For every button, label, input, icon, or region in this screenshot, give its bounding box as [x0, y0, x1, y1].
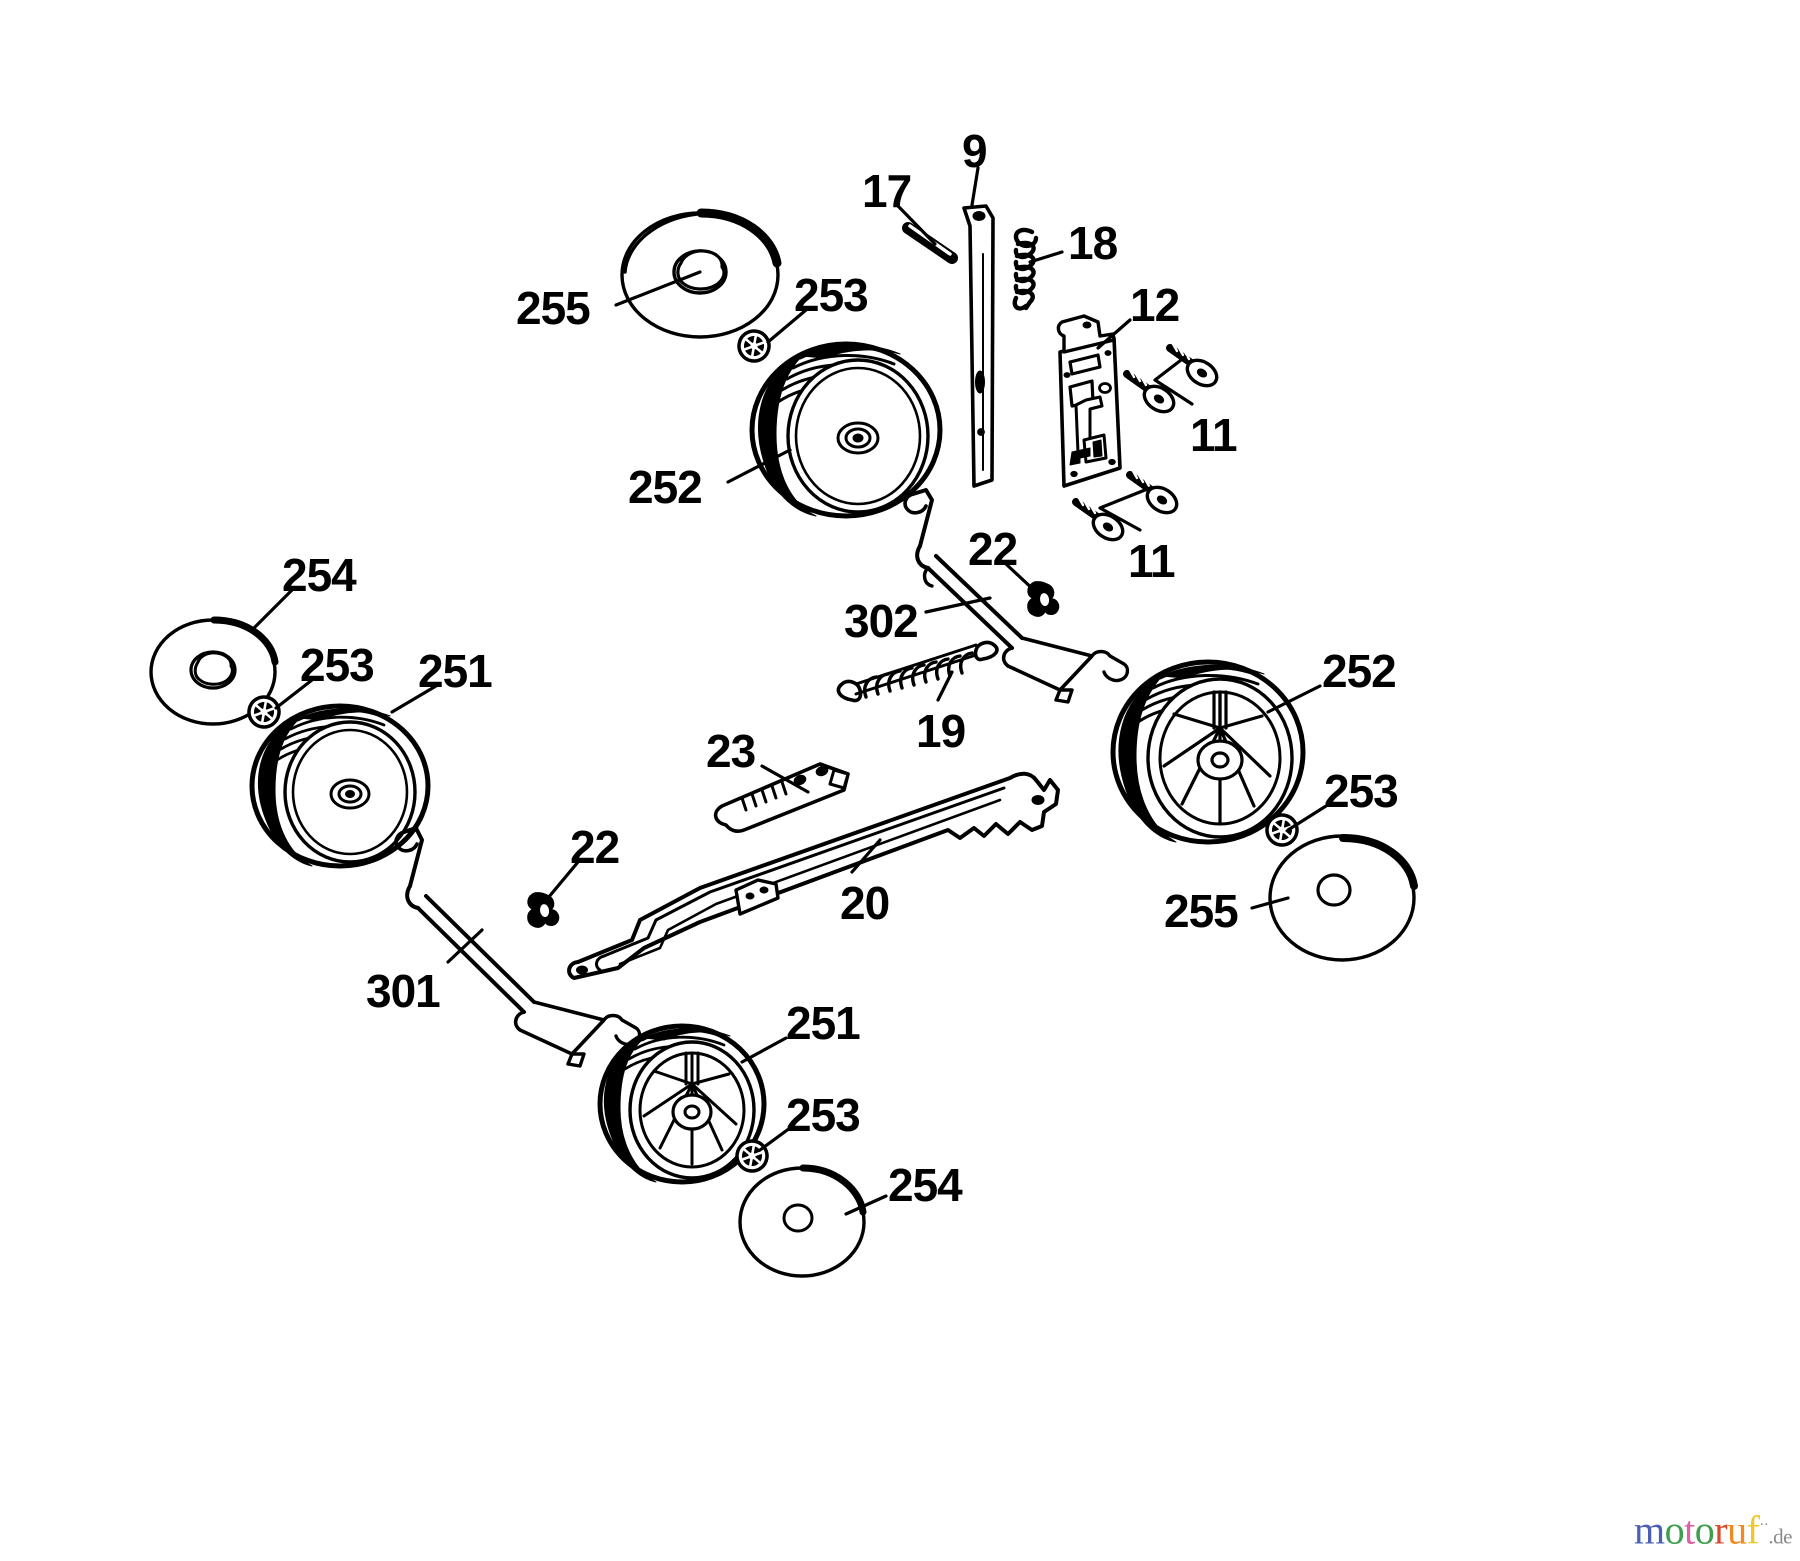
- watermark-dots: ··: [1759, 1517, 1769, 1533]
- callout-253-right: 253: [1324, 765, 1399, 817]
- callout-251-left: 251: [418, 645, 493, 697]
- part-255-hubcap-top: [620, 208, 782, 339]
- part-255-hubcap-right: [1268, 834, 1418, 962]
- callout-255-top: 255: [516, 282, 591, 334]
- watermark-letter: t: [1684, 1507, 1695, 1553]
- callout-23: 23: [706, 725, 756, 777]
- part-251-wheel-upper-left: [249, 703, 431, 869]
- motoruf-watermark: motoruf··.de: [1634, 1505, 1792, 1556]
- callout-253-bottom: 253: [786, 1089, 861, 1141]
- watermark-letter: r: [1714, 1507, 1728, 1553]
- part-251-wheel-bottom: [597, 1023, 767, 1185]
- callout-301: 301: [366, 965, 441, 1017]
- part-253-nut-top: [734, 326, 774, 366]
- part-302-axle-rod-right: [903, 488, 1130, 704]
- part-17-pin: [902, 222, 958, 264]
- part-18-small-spring: [1012, 227, 1039, 311]
- callout-252-top: 252: [628, 461, 703, 513]
- callout-254-bottom: 254: [888, 1159, 963, 1211]
- callout-252-right: 252: [1322, 645, 1397, 697]
- watermark-suffix: .de: [1768, 1524, 1792, 1549]
- callout-22-upper: 22: [968, 523, 1018, 575]
- callout-20: 20: [840, 877, 890, 929]
- watermark-letter: u: [1727, 1507, 1747, 1553]
- watermark-letter: f: [1746, 1507, 1760, 1553]
- callout-254-left: 254: [282, 549, 357, 601]
- watermark-letter: m: [1634, 1507, 1665, 1553]
- callout-12: 12: [1130, 279, 1180, 331]
- callout-22-left: 22: [570, 821, 620, 873]
- callout-18: 18: [1068, 217, 1118, 269]
- callout-253-left: 253: [300, 639, 375, 691]
- callout-11-upper: 11: [1190, 409, 1238, 461]
- callout-302: 302: [844, 595, 919, 647]
- drawing-ink: [149, 166, 1418, 1278]
- callout-17: 17: [862, 165, 912, 217]
- part-9-lever-bar: [962, 204, 995, 488]
- part-12-bracket-plate: [1056, 314, 1122, 488]
- part-22-clip-lower-left: [523, 889, 561, 930]
- part-11-screw-2: [1127, 370, 1178, 417]
- callout-leaders: [250, 166, 1328, 1216]
- part-19-extension-spring: [836, 640, 999, 703]
- part-11-screw-1: [1170, 344, 1221, 391]
- part-11-screw-4: [1076, 498, 1127, 545]
- part-252-wheel-right: [1110, 659, 1306, 845]
- part-254-hubcap-bottom: [738, 1164, 867, 1278]
- part-301-axle-rod-left: [394, 826, 642, 1068]
- callout-11-lower: 11: [1128, 535, 1176, 587]
- callout-251-bottom: 251: [786, 997, 861, 1049]
- callout-255-right: 255: [1164, 885, 1239, 937]
- watermark-letter: o: [1694, 1507, 1715, 1553]
- callout-19: 19: [916, 705, 966, 757]
- callout-253-top: 253: [794, 269, 869, 321]
- part-254-hubcap-left: [149, 616, 279, 726]
- part-252-wheel-top: [749, 341, 943, 519]
- part-20-lever-handle: [567, 771, 1060, 980]
- watermark-letter: o: [1664, 1507, 1685, 1553]
- part-23-notched-strip: [713, 762, 850, 833]
- callout-9: 9: [962, 125, 988, 177]
